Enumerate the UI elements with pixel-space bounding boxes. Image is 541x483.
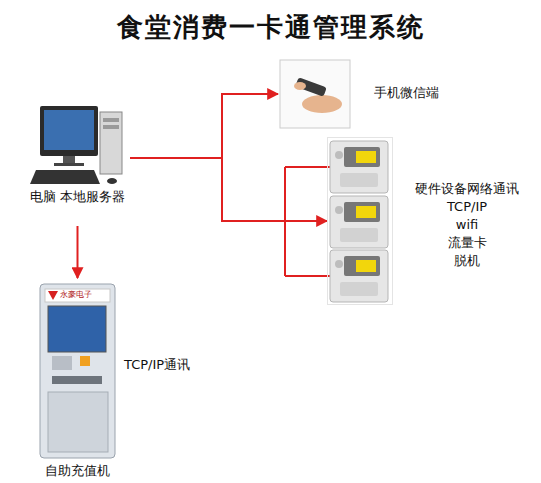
terminal-screen (356, 260, 376, 272)
devices-art (330, 141, 388, 302)
terminal-bezel (344, 202, 380, 222)
card-pad (340, 173, 378, 187)
branch-wire (285, 166, 330, 168)
button (80, 356, 90, 366)
node-label: 硬件设备网络通讯 (402, 180, 532, 198)
arrow-connector (77, 226, 79, 278)
node-label: 脱机 (402, 252, 532, 270)
kiosk-body (40, 284, 115, 458)
monitor-base (54, 163, 84, 166)
kiosk-screen (48, 306, 106, 352)
hand (302, 95, 342, 113)
keypad (52, 356, 72, 370)
photo-frame (280, 60, 350, 128)
monitor-screen (44, 110, 94, 150)
connectors (78, 94, 328, 278)
node-label: wifi (402, 216, 532, 234)
terminal-body (330, 141, 388, 193)
drive-bay (103, 118, 119, 122)
drive-bay (103, 125, 119, 129)
terminal-screen (356, 151, 376, 163)
pos-terminal (330, 141, 388, 193)
diagram-title: 食堂消费一卡通管理系统 (0, 10, 541, 45)
pos-terminal (330, 250, 388, 302)
monitor (40, 106, 98, 156)
phone-art (280, 60, 350, 128)
node-label: TCP/IP (402, 198, 532, 216)
terminal-bezel (344, 147, 380, 167)
kiosk-art (40, 284, 115, 458)
money-slot (52, 376, 102, 384)
kiosk-header (45, 289, 110, 302)
speaker (335, 206, 343, 214)
node-text-group: 自助充值机 (36, 462, 119, 480)
monitor-stand (63, 156, 75, 164)
arrow-connector (130, 94, 278, 158)
node-text-group: 电脑 本地服务器 (25, 188, 130, 206)
node-label: 手机微信端 (374, 84, 439, 102)
speaker (335, 151, 343, 159)
wechat-phone: 手机微信端 (278, 58, 352, 130)
finger (294, 82, 306, 90)
node-text-group: 手机微信端 (374, 84, 439, 102)
arrow-connector (130, 158, 327, 221)
terminal-body (330, 196, 388, 248)
terminal-body (330, 250, 388, 302)
pos-terminal (330, 196, 388, 248)
branch-wire (285, 275, 330, 277)
node-label: 自助充值机 (36, 462, 119, 480)
node-label: 流量卡 (402, 234, 532, 252)
terminal-bezel (344, 256, 380, 276)
card-pad (340, 228, 378, 242)
card-pad (340, 282, 378, 296)
kiosk-cabinet (48, 392, 108, 452)
hardware-devices: 硬件设备网络通讯TCP/IPwifi流量卡脱机 (327, 137, 393, 305)
recharge-kiosk: 自助充值机 (36, 278, 119, 478)
logo-mark (48, 291, 58, 300)
node-text-group: 硬件设备网络通讯TCP/IPwifi流量卡脱机 (402, 180, 532, 270)
computer-art (30, 106, 122, 184)
speaker (335, 260, 343, 268)
keyboard (30, 170, 100, 184)
terminal-screen (356, 206, 376, 218)
link-note: TCP/IP通讯 (124, 357, 190, 373)
node-label: 电脑 本地服务器 (25, 188, 130, 206)
server-computer: 电脑 本地服务器 (25, 90, 130, 226)
brand-logo-text: 永豪电子 (60, 290, 92, 300)
pc-tower (100, 112, 122, 174)
mouse (107, 178, 117, 184)
